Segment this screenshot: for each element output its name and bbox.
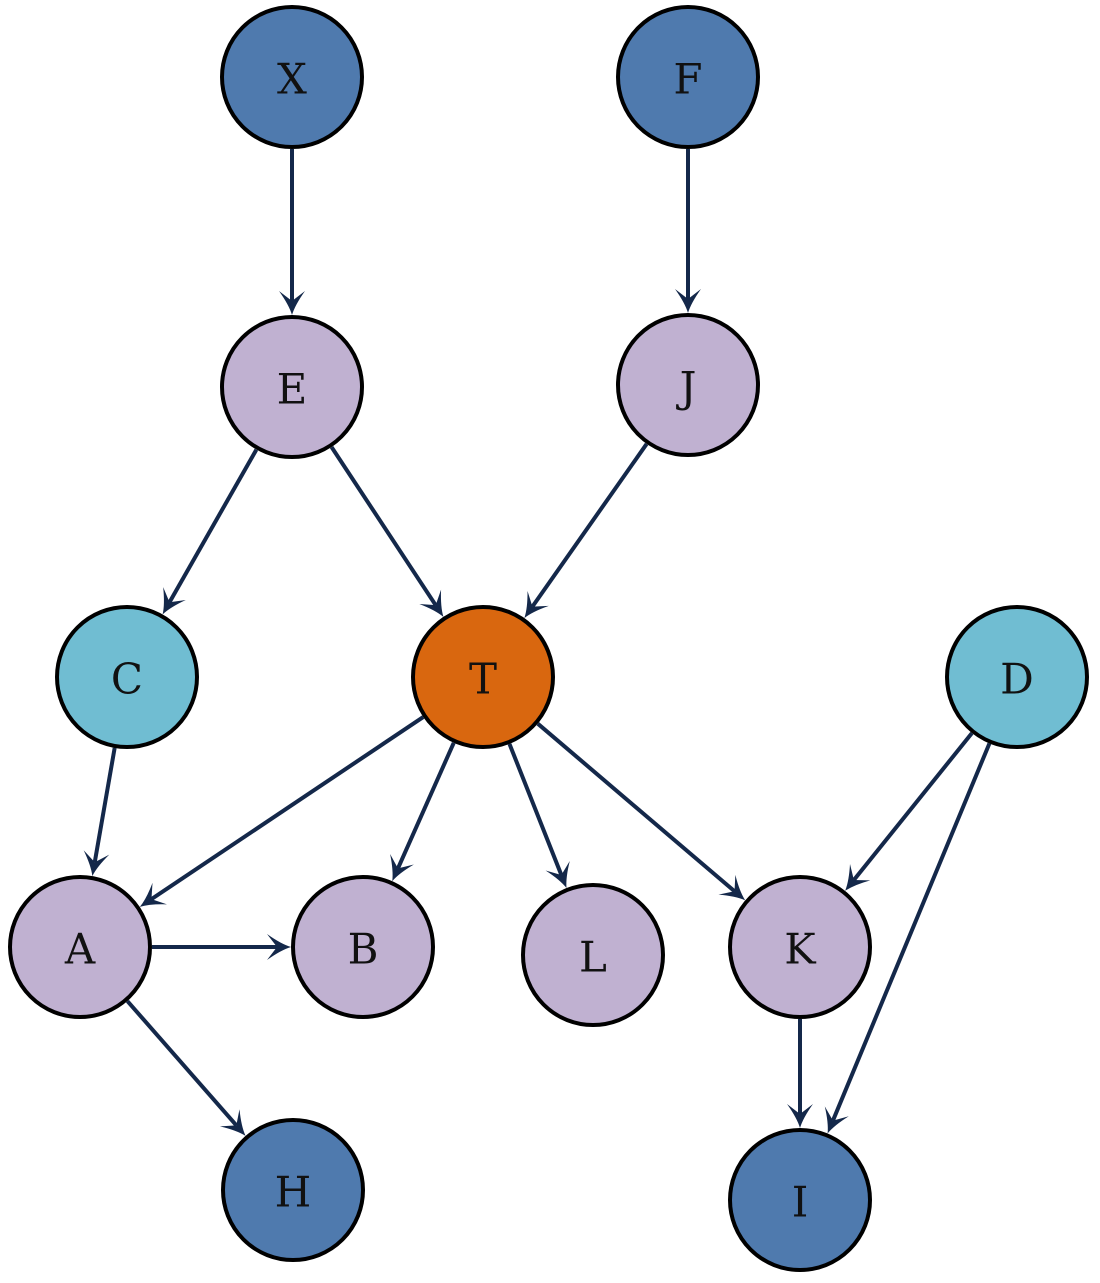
node-circle	[55, 605, 199, 749]
node-circle	[8, 875, 152, 1019]
arrowhead-icon	[162, 587, 186, 615]
node-label: H	[275, 1168, 312, 1217]
node-I: I	[728, 1128, 872, 1272]
node-label: L	[579, 933, 607, 982]
edge-line	[536, 722, 736, 893]
node-B: B	[291, 875, 435, 1019]
arrowhead-icon	[419, 589, 444, 617]
node-label: K	[784, 925, 817, 974]
edge-line	[329, 446, 438, 607]
edge-T-A	[139, 715, 425, 907]
edge-T-B	[390, 741, 456, 882]
node-circle	[221, 1118, 365, 1262]
node-circle	[220, 5, 364, 149]
node-K: K	[728, 875, 872, 1019]
edge-X-E	[279, 149, 305, 315]
node-label: I	[792, 1178, 809, 1227]
node-circle	[728, 875, 872, 1019]
edge-line	[125, 999, 238, 1127]
edge-line	[831, 742, 992, 1122]
arrowhead-icon	[787, 1104, 813, 1128]
arrowhead-icon	[545, 860, 570, 889]
edge-line	[530, 442, 649, 608]
node-label: B	[348, 925, 379, 974]
edge-line	[396, 741, 456, 870]
node-circle	[291, 875, 435, 1019]
edge-E-C	[162, 448, 259, 615]
arrowhead-icon	[279, 291, 305, 315]
arrowhead-icon	[83, 850, 110, 877]
edge-T-K	[536, 722, 746, 901]
nodes-layer: X F E J C T D A B L K H I	[8, 5, 1089, 1272]
arrowhead-icon	[718, 874, 746, 901]
arrowhead-icon	[139, 882, 167, 907]
node-circle	[220, 315, 364, 459]
edge-A-B	[152, 934, 291, 960]
node-label: D	[1000, 655, 1034, 704]
node-A: A	[8, 875, 152, 1019]
edge-A-H	[125, 999, 246, 1136]
edge-C-A	[83, 747, 117, 877]
node-C: C	[55, 605, 199, 749]
node-circle	[616, 313, 760, 457]
arrowhead-icon	[824, 1106, 849, 1134]
node-E: E	[220, 315, 364, 459]
edge-J-T	[524, 442, 649, 619]
edge-line	[92, 747, 117, 863]
node-label: A	[64, 925, 96, 974]
node-L: L	[521, 883, 665, 1027]
edge-line	[507, 743, 564, 876]
arrowhead-icon	[219, 1109, 246, 1136]
arrowhead-icon	[845, 864, 871, 891]
node-circle	[521, 883, 665, 1027]
node-circle	[945, 605, 1089, 749]
node-circle	[616, 5, 760, 149]
edge-line	[852, 731, 974, 882]
edge-E-T	[329, 446, 444, 617]
edge-D-K	[845, 731, 974, 891]
edge-line	[150, 715, 425, 901]
node-label: X	[277, 55, 307, 104]
node-T: T	[411, 605, 555, 749]
node-X: X	[220, 5, 364, 149]
edge-line	[167, 448, 259, 604]
edge-T-L	[507, 743, 570, 889]
node-label: E	[277, 365, 308, 414]
node-label: T	[469, 655, 497, 704]
node-label: F	[673, 55, 702, 104]
node-label: J	[676, 363, 697, 412]
arrowhead-icon	[267, 934, 291, 960]
node-D: D	[945, 605, 1089, 749]
arrowhead-icon	[390, 853, 414, 882]
node-label: C	[111, 655, 143, 704]
edge-K-I	[787, 1019, 813, 1128]
edge-F-J	[675, 149, 701, 313]
edges-layer	[83, 149, 992, 1136]
arrowhead-icon	[524, 590, 549, 619]
arrowhead-icon	[675, 289, 701, 313]
node-F: F	[616, 5, 760, 149]
node-J: J	[616, 313, 760, 457]
node-H: H	[221, 1118, 365, 1262]
edge-D-I	[824, 742, 992, 1134]
node-circle	[411, 605, 555, 749]
node-circle	[728, 1128, 872, 1272]
